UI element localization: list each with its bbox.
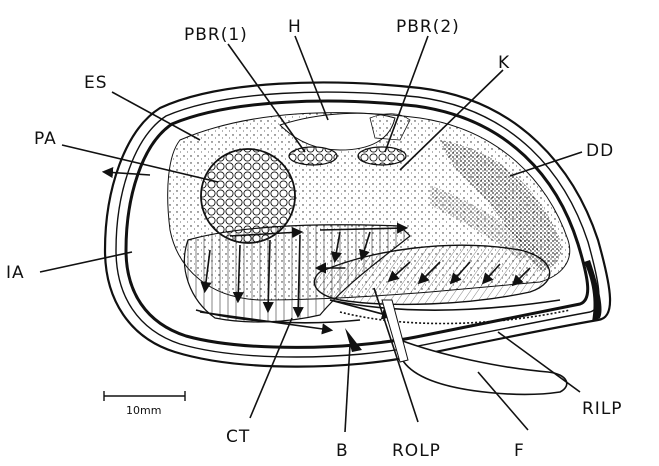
label-ct: CT — [226, 427, 250, 447]
label-k: K — [498, 53, 510, 73]
label-h: H — [288, 17, 302, 37]
label-b: B — [336, 441, 349, 461]
label-f: F — [514, 441, 525, 461]
label-pa: PA — [34, 129, 57, 149]
label-ia: IA — [6, 263, 25, 283]
label-pbr2: PBR(2) — [396, 17, 460, 37]
label-rolp: ROLP — [392, 441, 441, 461]
label-rilp: RILP — [582, 399, 623, 419]
pbr1-muscle — [289, 147, 337, 165]
label-es: ES — [84, 73, 108, 93]
pbr2-muscle — [358, 147, 406, 165]
scale-bar: 10mm — [104, 391, 185, 417]
scale-bar-label: 10mm — [126, 404, 161, 417]
label-dd: DD — [586, 141, 614, 161]
label-pbr1: PBR(1) — [184, 25, 248, 45]
